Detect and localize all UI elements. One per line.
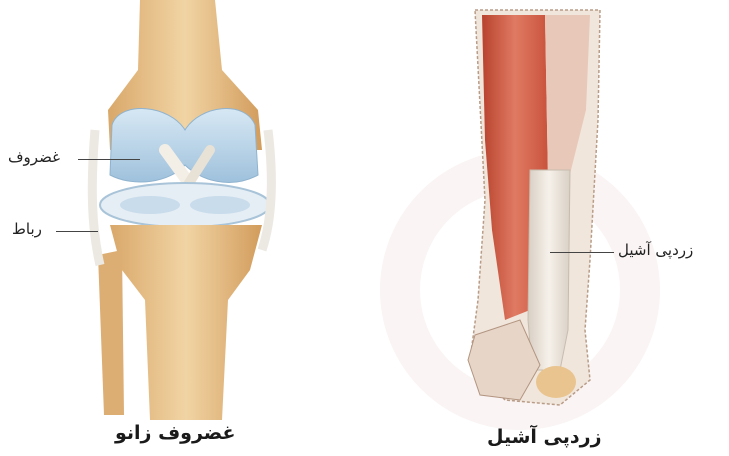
cartilage-label: غضروف bbox=[8, 148, 60, 166]
achilles-tendon bbox=[528, 170, 570, 370]
heel-bone bbox=[536, 366, 576, 398]
cartilage-leader-line bbox=[78, 159, 140, 160]
ligament-label: رباط bbox=[12, 220, 42, 238]
achilles-tendon-label: زردپی آشیل bbox=[618, 241, 693, 259]
knee-caption: غضروف زانو bbox=[115, 422, 236, 444]
tendon-leader-line bbox=[550, 252, 614, 253]
ligament-leader-line bbox=[56, 231, 98, 232]
achilles-caption: زردپی آشیل bbox=[487, 426, 602, 448]
